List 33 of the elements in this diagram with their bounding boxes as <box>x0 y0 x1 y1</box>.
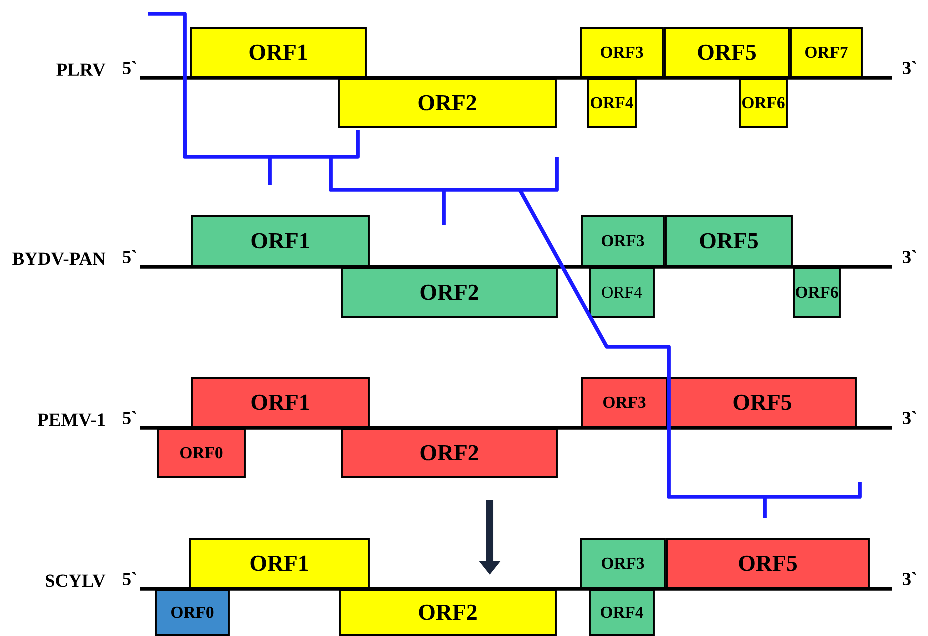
orf-box: ORF1 <box>191 215 370 267</box>
end-label: 3` <box>903 62 916 74</box>
orf-box: ORF1 <box>190 27 367 78</box>
orf-box: ORF3 <box>580 27 664 78</box>
orf-box: ORF1 <box>189 538 370 589</box>
end-label: 5` <box>123 572 136 586</box>
orf-box: ORF4 <box>587 78 637 128</box>
orf-box: ORF6 <box>739 78 788 128</box>
orf-box: ORF3 <box>581 377 668 428</box>
orf-box: ORF2 <box>339 589 557 636</box>
genome-label: PLRV <box>56 64 106 76</box>
end-label: 5` <box>123 62 136 74</box>
orf-box: ORF7 <box>790 27 863 78</box>
end-label: 5` <box>123 412 136 424</box>
genome-label: PEMV-1 <box>38 414 105 426</box>
orf-box: ORF2 <box>341 267 558 318</box>
genome-label: SCYLV <box>46 574 106 588</box>
orf-box: ORF0 <box>157 428 246 478</box>
orf-box: ORF6 <box>793 267 841 318</box>
orf-box: ORF5 <box>666 538 870 589</box>
orf-box: ORF2 <box>338 78 557 128</box>
orf-box: ORF2 <box>341 428 558 478</box>
end-label: 3` <box>903 572 916 586</box>
orf-box: ORF0 <box>155 589 230 636</box>
end-label: 5` <box>123 250 136 264</box>
orf-box: ORF4 <box>589 589 655 636</box>
genome-label: BYDV-PAN <box>12 252 106 266</box>
end-label: 3` <box>903 412 916 424</box>
end-label: 3` <box>903 250 916 264</box>
orf-box: ORF5 <box>665 215 793 267</box>
orf-box: ORF3 <box>581 215 665 267</box>
orf-box: ORF3 <box>580 538 666 589</box>
orf-box: ORF4 <box>589 267 655 318</box>
